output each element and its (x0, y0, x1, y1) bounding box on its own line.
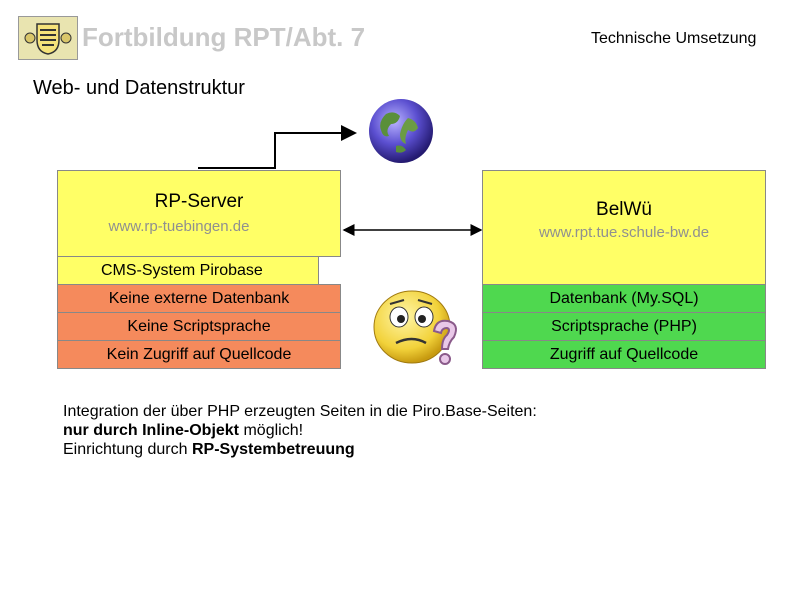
rp-server-row-sourcecode: Kein Zugriff auf Quellcode (57, 340, 341, 369)
belwue-url[interactable]: www.rpt.tue.schule-bw.de (538, 224, 710, 241)
header-right-title: Technische Umsetzung (591, 30, 757, 47)
note-line-2-bold: nur durch Inline-Objekt (63, 422, 240, 439)
note-line-2-rest: möglich! (239, 422, 304, 439)
rp-server-title: RP-Server (154, 191, 244, 212)
belwue-row-scripting: Scriptsprache (PHP) (482, 312, 766, 341)
note-line-3: Einrichtung durch RP-Systembetreuung (63, 440, 537, 459)
server-to-internet-arrow (198, 125, 357, 169)
belwue-box: BelWü www.rpt.tue.schule-bw.de (482, 170, 766, 285)
rp-server-url[interactable]: www.rp-tuebingen.de (108, 218, 250, 235)
note-line-2: nur durch Inline-Objekt möglich! (63, 421, 537, 440)
belwue-row-sourcecode: Zugriff auf Quellcode (482, 340, 766, 369)
rp-server-row-scripting: Keine Scriptsprache (57, 312, 341, 341)
belwue-title: BelWü (596, 199, 652, 220)
belwue-row-database: Datenbank (My.SQL) (482, 284, 766, 313)
globe-icon (366, 96, 436, 166)
note-line-3-bold: RP-Systembetreuung (191, 441, 355, 458)
note-line-3-plain: Einrichtung durch (63, 441, 192, 458)
section-title: Web- und Datenstruktur (33, 77, 245, 99)
note-line-1: Integration der über PHP erzeugten Seite… (63, 403, 537, 420)
confused-smiley-icon (372, 287, 468, 375)
cms-system-label: CMS-System Pirobase (57, 256, 319, 285)
coat-of-arms-logo-icon (18, 16, 78, 60)
header-title: Fortbildung RPT/Abt. 7 (82, 22, 366, 52)
rp-server-box: RP-Server www.rp-tuebingen.de (57, 170, 341, 257)
integration-note: Integration der über PHP erzeugten Seite… (63, 402, 537, 459)
rp-server-row-database: Keine externe Datenbank (57, 284, 341, 313)
